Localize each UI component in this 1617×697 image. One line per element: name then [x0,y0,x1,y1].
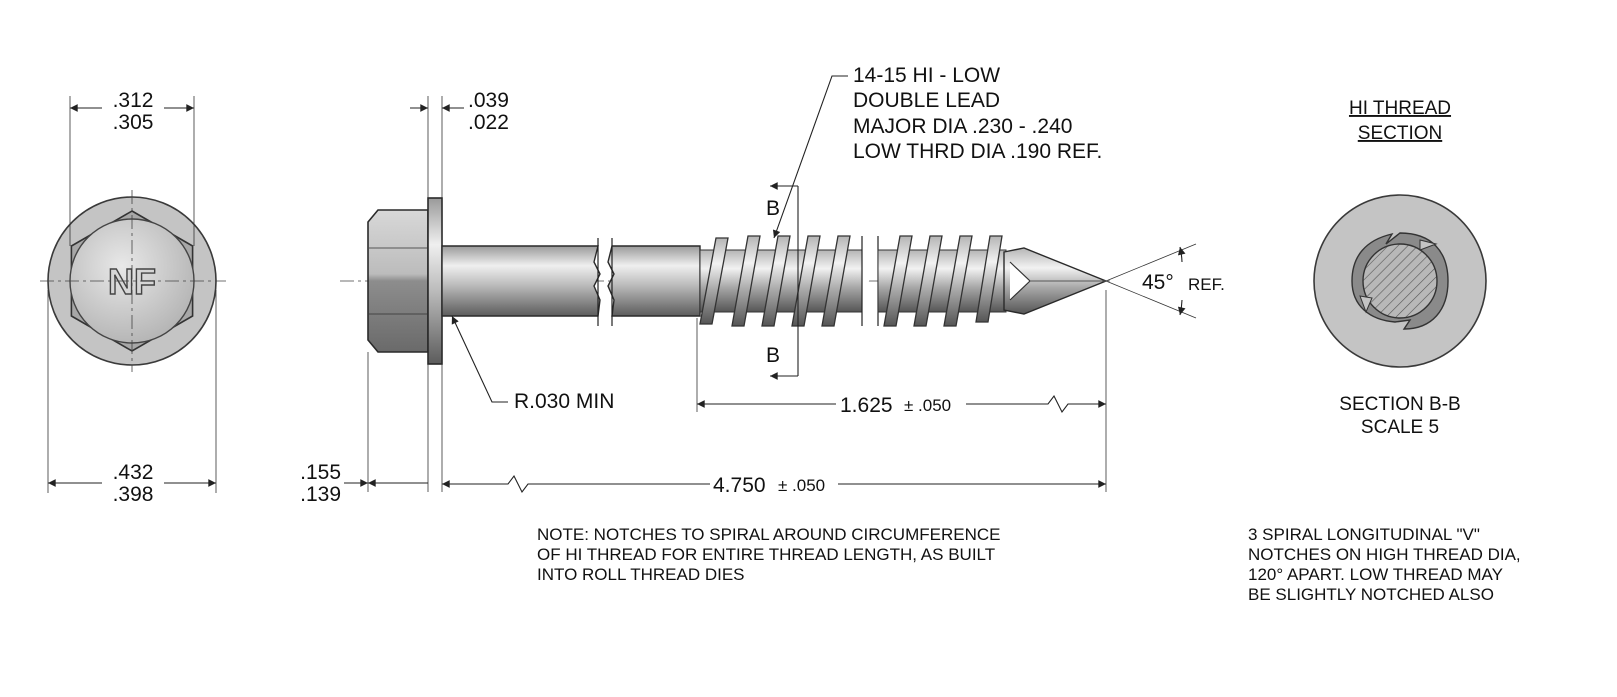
radius-leader [451,315,508,403]
head-height-top: .155 [300,461,341,484]
note-line-1: NOTE: NOTCHES TO SPIRAL AROUND CIRCUMFER… [537,525,1000,544]
section-caption-line-2: SCALE 5 [1361,417,1439,438]
flange-thk-top: .039 [468,89,509,112]
notch-note-line-4: BE SLIGHTLY NOTCHED ALSO [1248,585,1494,604]
main-note: NOTE: NOTCHES TO SPIRAL AROUND CIRCUMFER… [537,525,1000,584]
notch-note-line-1: 3 SPIRAL LONGITUDINAL "V" [1248,525,1480,544]
section-b-b-view: HI THREAD SECTION SECTION B-B SCALE 5 [1313,98,1487,438]
screw-side-view: B B 14-15 HI - LOW DOUBLE LEAD MAJOR DIA… [300,64,1225,506]
point-angle-value: 45° [1142,271,1174,294]
overall-length-tol: ± .050 [778,476,825,495]
flange [427,197,443,365]
angle-arc [1177,246,1186,263]
shank-after-break [607,245,701,317]
note-line-3: INTO ROLL THREAD DIES [537,565,745,584]
section-marker-bottom: B [766,344,780,367]
dim-line-break [442,474,710,494]
head-end-view: NF .312 .305 .432 .398 [40,89,226,506]
section-title-line-2: SECTION [1358,123,1442,144]
point-angle-ref: REF. [1188,275,1225,294]
thread-section-2 [883,235,1003,327]
flange-dim-bottom: .398 [113,483,154,506]
section-title-line-1: HI THREAD [1349,98,1451,119]
dim-line-break [966,394,1106,414]
notch-note-line-3: 120° APART. LOW THREAD MAY [1248,565,1503,584]
thread-section-1 [699,235,851,327]
hex-head [367,209,429,353]
section-caption-line-1: SECTION B-B [1339,394,1460,415]
radius-label: R.030 MIN [514,390,614,413]
notch-note-line-2: NOTCHES ON HIGH THREAD DIA, [1248,545,1521,564]
note-line-2: OF HI THREAD FOR ENTIRE THREAD LENGTH, A… [537,545,995,564]
flange-thk-bottom: .022 [468,111,509,134]
thread-spec-line-1: 14-15 HI - LOW [853,64,1000,87]
thread-length-value: 1.625 [840,394,893,417]
thread-spec-line-3: MAJOR DIA .230 - .240 [853,115,1072,138]
angle-arc [1177,299,1186,316]
thread-spec-line-4: LOW THRD DIA .190 REF. [853,140,1102,163]
section-marker-top: B [766,197,780,220]
thread-length-tol: ± .050 [904,396,951,415]
shank [441,245,601,317]
overall-length-value: 4.750 [713,474,766,497]
thread-spec-leader [772,75,848,239]
hex-dim-bottom: .305 [113,111,154,134]
head-height-bottom: .139 [300,483,341,506]
notch-note: 3 SPIRAL LONGITUDINAL "V" NOTCHES ON HIG… [1248,525,1521,604]
flange-dim-top: .432 [113,461,154,484]
hatched-core [1362,243,1438,319]
thread-spec-line-2: DOUBLE LEAD [853,89,1000,112]
hex-dim-top: .312 [113,89,154,112]
